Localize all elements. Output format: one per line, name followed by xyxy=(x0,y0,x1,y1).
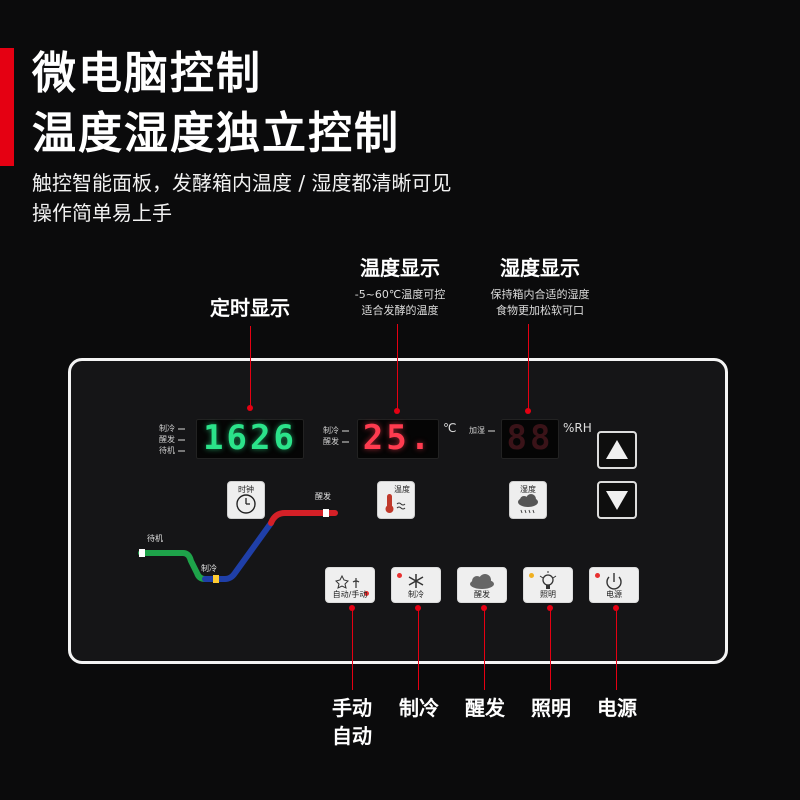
time-display: 1626 xyxy=(196,419,304,459)
proofing-label: 醒发 xyxy=(474,590,490,599)
power-led xyxy=(595,573,600,578)
power-bottom-label: 电源 xyxy=(597,696,637,720)
snowflake-icon xyxy=(408,574,424,588)
temperature-callout: 温度显示 -5~60℃温度可控 适合发酵的温度 xyxy=(325,252,475,319)
process-progress-graphic xyxy=(138,509,338,583)
timer-callout: 定时显示 xyxy=(190,292,310,321)
manual-label-line: 手动 xyxy=(332,696,372,720)
auto-manual-icon xyxy=(335,574,360,589)
leader-dot-light xyxy=(547,605,553,611)
power-label: 电源 xyxy=(606,590,622,599)
humidity-unit: %RH xyxy=(563,421,592,435)
cloud-icon xyxy=(470,574,494,589)
temperature-key-label: 温度 xyxy=(394,485,410,494)
light-bulb-icon xyxy=(539,571,557,589)
triangle-down-icon xyxy=(606,491,628,510)
leader-dot-cooling xyxy=(415,605,421,611)
power-icon xyxy=(606,573,622,590)
cooling-button[interactable]: 制冷 xyxy=(391,567,441,603)
cooling-label: 制冷 xyxy=(408,590,424,599)
humidity-indicator: 加湿 xyxy=(469,425,495,436)
leader-dot-power xyxy=(613,605,619,611)
down-arrow-button[interactable] xyxy=(597,481,637,519)
auto-manual-button[interactable]: 自动/手动 xyxy=(325,567,375,603)
temperature-unit: ℃ xyxy=(443,421,457,435)
indicator-proofing: 醒发 xyxy=(159,434,185,445)
humidity-callout-desc-2: 食物更加松软可口 xyxy=(496,304,584,317)
clock-icon xyxy=(236,494,256,514)
humidity-callout-desc-1: 保持箱内合适的湿度 xyxy=(490,288,590,301)
leader-line-light xyxy=(550,608,551,690)
up-arrow-button[interactable] xyxy=(597,431,637,469)
temperature-callout-desc-2: 适合发酵的温度 xyxy=(361,304,439,317)
leader-line-humidity xyxy=(528,324,529,412)
power-button[interactable]: 电源 xyxy=(589,567,639,603)
humidity-callout-heading: 湿度显示 xyxy=(500,256,580,280)
indicator-standby: 待机 xyxy=(159,445,185,456)
leader-dot-temperature xyxy=(394,408,400,414)
progress-label-standby: 待机 xyxy=(147,534,163,543)
cool-bottom-label: 制冷 xyxy=(399,696,439,720)
light-bottom-label: 照明 xyxy=(531,696,571,720)
timer-callout-heading: 定时显示 xyxy=(210,296,290,320)
leader-line-cooling xyxy=(418,608,419,690)
indicator-humidify: 加湿 xyxy=(469,425,495,436)
subtitle-line-2: 操作简单易上手 xyxy=(32,201,172,225)
humidity-key[interactable]: 湿度 xyxy=(509,481,547,519)
cooling-led xyxy=(397,573,402,578)
accent-bar xyxy=(0,48,14,166)
leader-line-timer xyxy=(250,326,251,408)
manual-auto-label: 手动 自动 xyxy=(322,694,382,750)
status-indicators-mid: 制冷 醒发 xyxy=(323,425,349,447)
humidity-cloud-icon xyxy=(518,494,538,514)
indicator-temp-cooling: 制冷 xyxy=(323,425,349,436)
clock-key[interactable]: 时钟 xyxy=(227,481,265,519)
indicator-cooling: 制冷 xyxy=(159,423,185,434)
auto-manual-label: 自动/手动 xyxy=(332,590,368,599)
status-indicators-left: 制冷 醒发 待机 xyxy=(159,423,185,456)
light-button[interactable]: 照明 xyxy=(523,567,573,603)
progress-label-proofing: 醒发 xyxy=(315,492,331,501)
temperature-key[interactable]: 温度 xyxy=(377,481,415,519)
leader-dot-humidity xyxy=(525,408,531,414)
title-line-1: 微电脑控制 xyxy=(32,48,262,99)
auto-manual-led xyxy=(364,591,369,596)
leader-dot-proofing xyxy=(481,605,487,611)
leader-dot-auto-manual xyxy=(349,605,355,611)
indicator-temp-proofing: 醒发 xyxy=(323,436,349,447)
progress-label-cooling: 制冷 xyxy=(201,564,217,573)
subtitle-line-1: 触控智能面板，发酵箱内温度 / 湿度都清晰可见 xyxy=(32,171,452,195)
proofing-button[interactable]: 醒发 xyxy=(457,567,507,603)
control-panel: 制冷 醒发 待机 1626 制冷 醒发 25. ℃ 加湿 88 %RH 时钟 温… xyxy=(68,358,728,664)
temperature-callout-heading: 温度显示 xyxy=(360,256,440,280)
temperature-callout-desc-1: -5~60℃温度可控 xyxy=(354,288,446,301)
humidity-key-label: 湿度 xyxy=(520,485,536,494)
leader-line-temperature xyxy=(397,324,398,412)
temperature-display: 25. xyxy=(357,419,439,459)
humidity-callout: 湿度显示 保持箱内合适的湿度 食物更加松软可口 xyxy=(460,252,620,319)
leader-line-power xyxy=(616,608,617,690)
leader-line-auto-manual xyxy=(352,608,353,690)
humidity-display: 88 xyxy=(501,419,559,459)
thermometer-icon xyxy=(385,494,406,513)
leader-dot-timer xyxy=(247,405,253,411)
title-line-2: 温度湿度独立控制 xyxy=(32,108,400,159)
light-led xyxy=(529,573,534,578)
leader-line-proofing xyxy=(484,608,485,690)
proof-bottom-label: 醒发 xyxy=(465,696,505,720)
triangle-up-icon xyxy=(606,440,628,459)
clock-key-label: 时钟 xyxy=(238,485,254,494)
auto-label-line: 自动 xyxy=(332,724,372,748)
light-label: 照明 xyxy=(540,590,556,599)
